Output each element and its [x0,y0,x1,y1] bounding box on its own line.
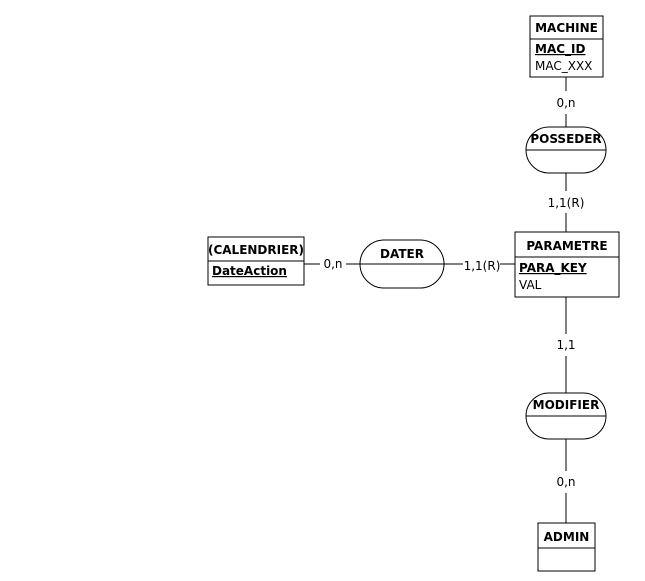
entity-machine-key: MAC_ID [535,42,586,57]
association-dater[interactable]: DATER [359,239,445,289]
cardinality-calendrier-dater: 0,n [323,257,342,271]
association-posseder[interactable]: POSSEDER [525,126,607,174]
cardinality-parametre-posseder: 1,1(R) [548,196,585,210]
association-modifier-title: MODIFIER [533,398,600,412]
entity-calendrier-title: (CALENDRIER) [208,243,304,257]
entity-calendrier[interactable]: (CALENDRIER) DateAction [207,236,305,286]
cardinality-parametre-modifier: 1,1 [556,338,575,352]
entity-calendrier-key: DateAction [212,264,287,278]
entity-parametre-title: PARAMETRE [526,239,607,253]
entity-machine-attr: MAC_XXX [535,59,592,73]
entity-machine-title: MACHINE [535,21,598,35]
entity-admin-title: ADMIN [544,530,590,544]
association-dater-title: DATER [380,247,424,261]
cardinality-parametre-dater: 1,1(R) [464,259,501,273]
entity-parametre-attr: VAL [519,278,542,292]
entity-parametre[interactable]: PARAMETRE PARA_KEY VAL [514,231,620,298]
association-modifier[interactable]: MODIFIER [525,392,607,440]
entity-machine[interactable]: MACHINE MAC_ID MAC_XXX [529,15,604,78]
cardinality-machine-posseder: 0,n [556,96,575,110]
entity-parametre-key: PARA_KEY [519,261,587,276]
association-posseder-title: POSSEDER [530,132,601,146]
entity-admin[interactable]: ADMIN [537,522,596,572]
cardinality-admin-modifier: 0,n [556,475,575,489]
